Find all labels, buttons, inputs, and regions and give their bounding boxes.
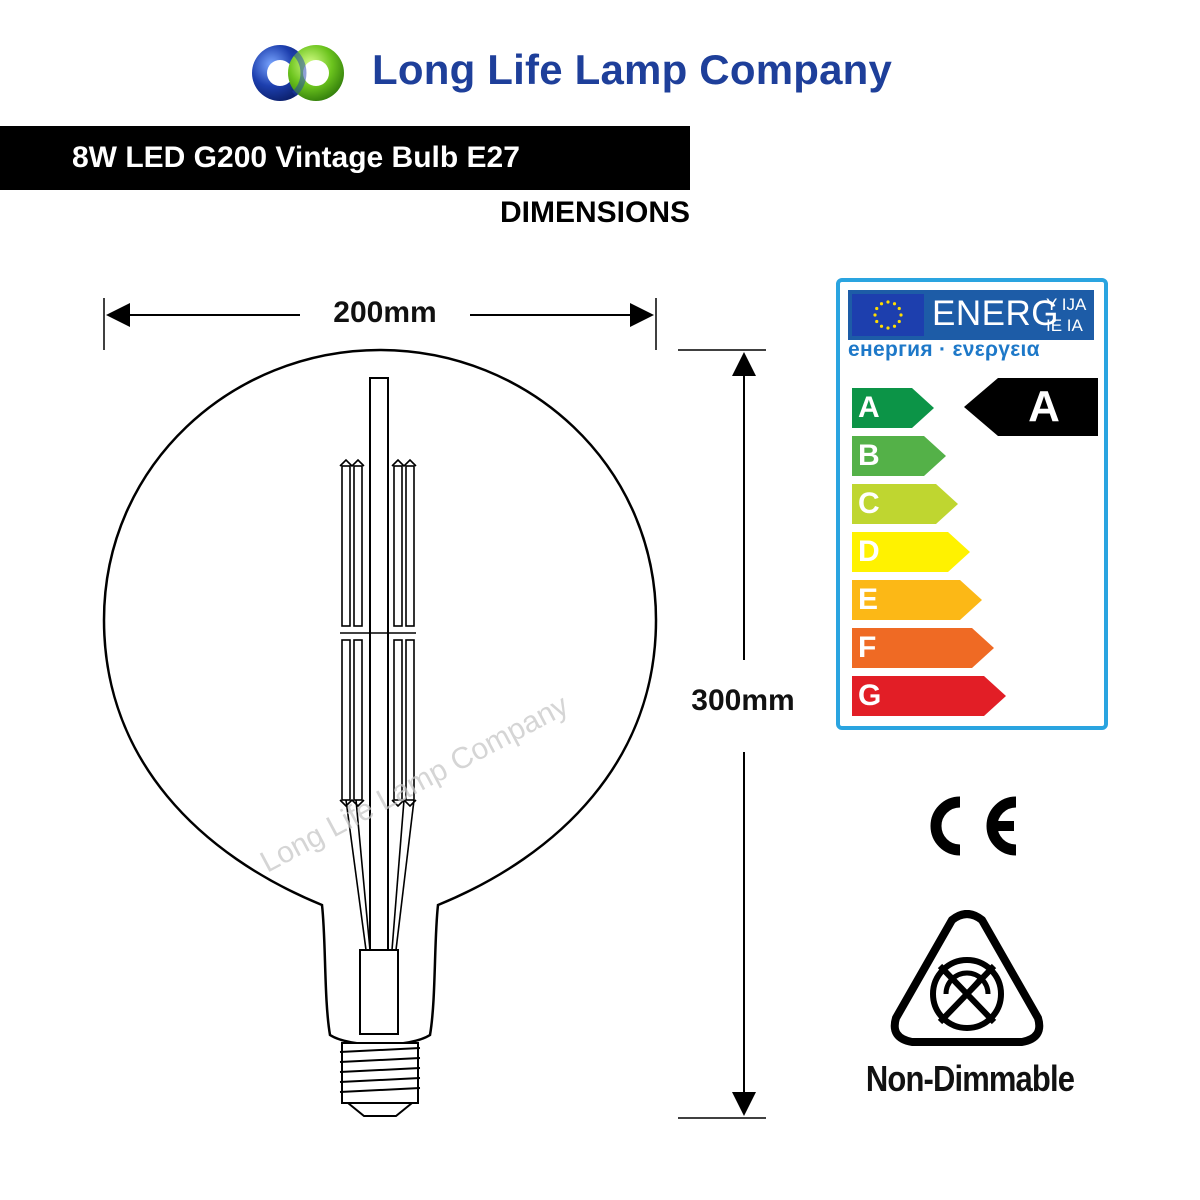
product-title-bar: 8W LED G200 Vintage Bulb E27 (0, 126, 690, 190)
energy-class-letter: C (858, 487, 880, 520)
energy-class-fill: C (852, 484, 958, 524)
energy-class-letter: D (858, 535, 880, 568)
energy-class-letter: E (858, 583, 879, 616)
energy-class-bar-a: A (852, 388, 934, 428)
energy-rating-letter: A (1028, 382, 1060, 431)
eu-star-icon (879, 302, 884, 306)
eu-star-icon (892, 324, 897, 328)
width-dimension-label: 200mm (305, 296, 465, 330)
product-title: 8W LED G200 Vintage Bulb E27 (72, 141, 520, 174)
filament-support-wires (345, 799, 415, 951)
ce-mark-icon (930, 796, 1017, 856)
energy-class-bar-g: G (852, 676, 1006, 716)
energy-class-fill: A (852, 388, 934, 428)
energy-class-letter: G (858, 679, 882, 712)
energy-class-bar-f: F (852, 628, 994, 668)
energy-class-bar-c: C (852, 484, 958, 524)
eu-star-icon (875, 319, 879, 324)
brand-logo-icon (252, 45, 344, 101)
energy-class-letter: B (858, 439, 880, 472)
eu-star-icon (892, 302, 897, 306)
energy-class-letter: F (858, 631, 877, 664)
energy-class-bar-b: B (852, 436, 946, 476)
eu-star-icon (873, 313, 877, 317)
energy-class-bar-d: D (852, 532, 970, 572)
eu-star-icon (879, 324, 884, 328)
width-dimension-arrow (103, 298, 657, 350)
non-dimmable-icon (890, 910, 1044, 1046)
energy-class-bar-e: E (852, 580, 982, 620)
energy-class-fill: D (852, 532, 970, 572)
eu-star-icon (886, 300, 890, 304)
energy-languages: енергия · ενεργεια (848, 338, 1040, 361)
height-dimension-label: 300mm (668, 684, 818, 718)
eu-star-icon (875, 306, 879, 311)
bulb-stem-base (359, 949, 399, 1035)
energy-class-fill: B (852, 436, 946, 476)
energy-class-fill: F (852, 628, 994, 668)
energy-header-word: ENERG (932, 294, 1059, 333)
eu-star-icon (897, 306, 901, 311)
section-subtitle: DIMENSIONS (499, 196, 690, 229)
eu-flag-icon (852, 294, 924, 336)
energy-header-suffix: Y IJA IE IA (1046, 295, 1087, 335)
height-dimension-arrow (678, 349, 766, 1119)
energy-class-letter: A (858, 391, 880, 424)
energy-class-fill: E (852, 580, 982, 620)
bulb-center-rod (369, 377, 389, 951)
eu-star-icon (897, 319, 901, 324)
energy-rating-arrow: A (964, 378, 1098, 436)
energy-label-header: ENERG Y IJA IE IA (848, 290, 1094, 340)
energy-class-fill: G (852, 676, 1006, 716)
bulb-globe-outline (102, 348, 658, 1046)
eu-star-icon (886, 326, 890, 330)
brand-name: Long Life Lamp Company (372, 46, 893, 93)
e27-screw-base (339, 1042, 421, 1117)
led-filaments (339, 458, 417, 808)
eu-star-icon (899, 313, 903, 317)
non-dimmable-label: Non-Dimmable (865, 1058, 1075, 1099)
